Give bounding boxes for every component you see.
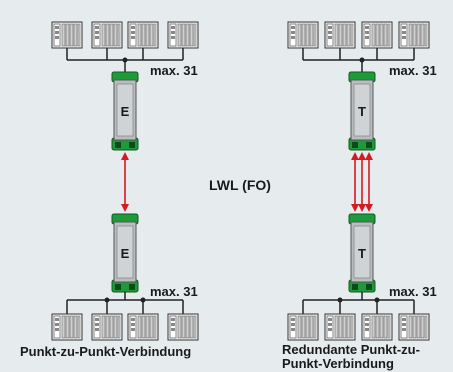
right-bottom-stations (287, 313, 430, 341)
left-top-count-label: max. 31 (150, 63, 198, 78)
station-icon (127, 21, 159, 49)
left-bottom-count-label: max. 31 (150, 284, 198, 299)
right-bottom-module-letter: T (358, 246, 366, 261)
left-bottom-module: E (111, 213, 139, 293)
station-icon (324, 21, 356, 49)
bus-junction-dot (359, 57, 365, 63)
left-top-stations (51, 21, 199, 49)
left-bottom-module-letter: E (121, 246, 130, 261)
station-icon (324, 313, 356, 341)
station-icon (287, 313, 319, 341)
right-top-stations (287, 21, 430, 49)
station-icon (361, 313, 393, 341)
bus-junction-dot (104, 297, 110, 303)
bus-junction-dot (337, 297, 343, 303)
station-icon (51, 313, 83, 341)
station-icon (167, 21, 199, 49)
station-icon (91, 313, 123, 341)
right-top-module-letter: T (358, 104, 366, 119)
right-bottom-count-label: max. 31 (389, 284, 437, 299)
left-top-module: E (111, 71, 139, 151)
station-icon (361, 21, 393, 49)
right-fiber-links (351, 152, 373, 212)
right-top-count-label: max. 31 (389, 63, 437, 78)
left-caption: Punkt-zu-Punkt-Verbindung (20, 344, 191, 359)
center-fiber-label: LWL (FO) (209, 177, 271, 193)
station-icon (51, 21, 83, 49)
station-icon (167, 313, 199, 341)
right-top-module: T (348, 71, 376, 151)
right-caption-line1: Redundante Punkt-zu- (282, 342, 420, 357)
bus-junction-dot (122, 57, 128, 63)
station-icon (398, 313, 430, 341)
station-icon (127, 313, 159, 341)
right-bottom-module: T (348, 213, 376, 293)
right-caption-line2: Punkt-Verbindung (282, 356, 394, 371)
left-bottom-stations (51, 313, 199, 341)
station-icon (398, 21, 430, 49)
bus-junction-dot (374, 297, 380, 303)
station-icon (287, 21, 319, 49)
bus-junction-dot (140, 297, 146, 303)
station-icon (91, 21, 123, 49)
left-top-module-letter: E (121, 104, 130, 119)
left-fiber-link (121, 152, 129, 212)
